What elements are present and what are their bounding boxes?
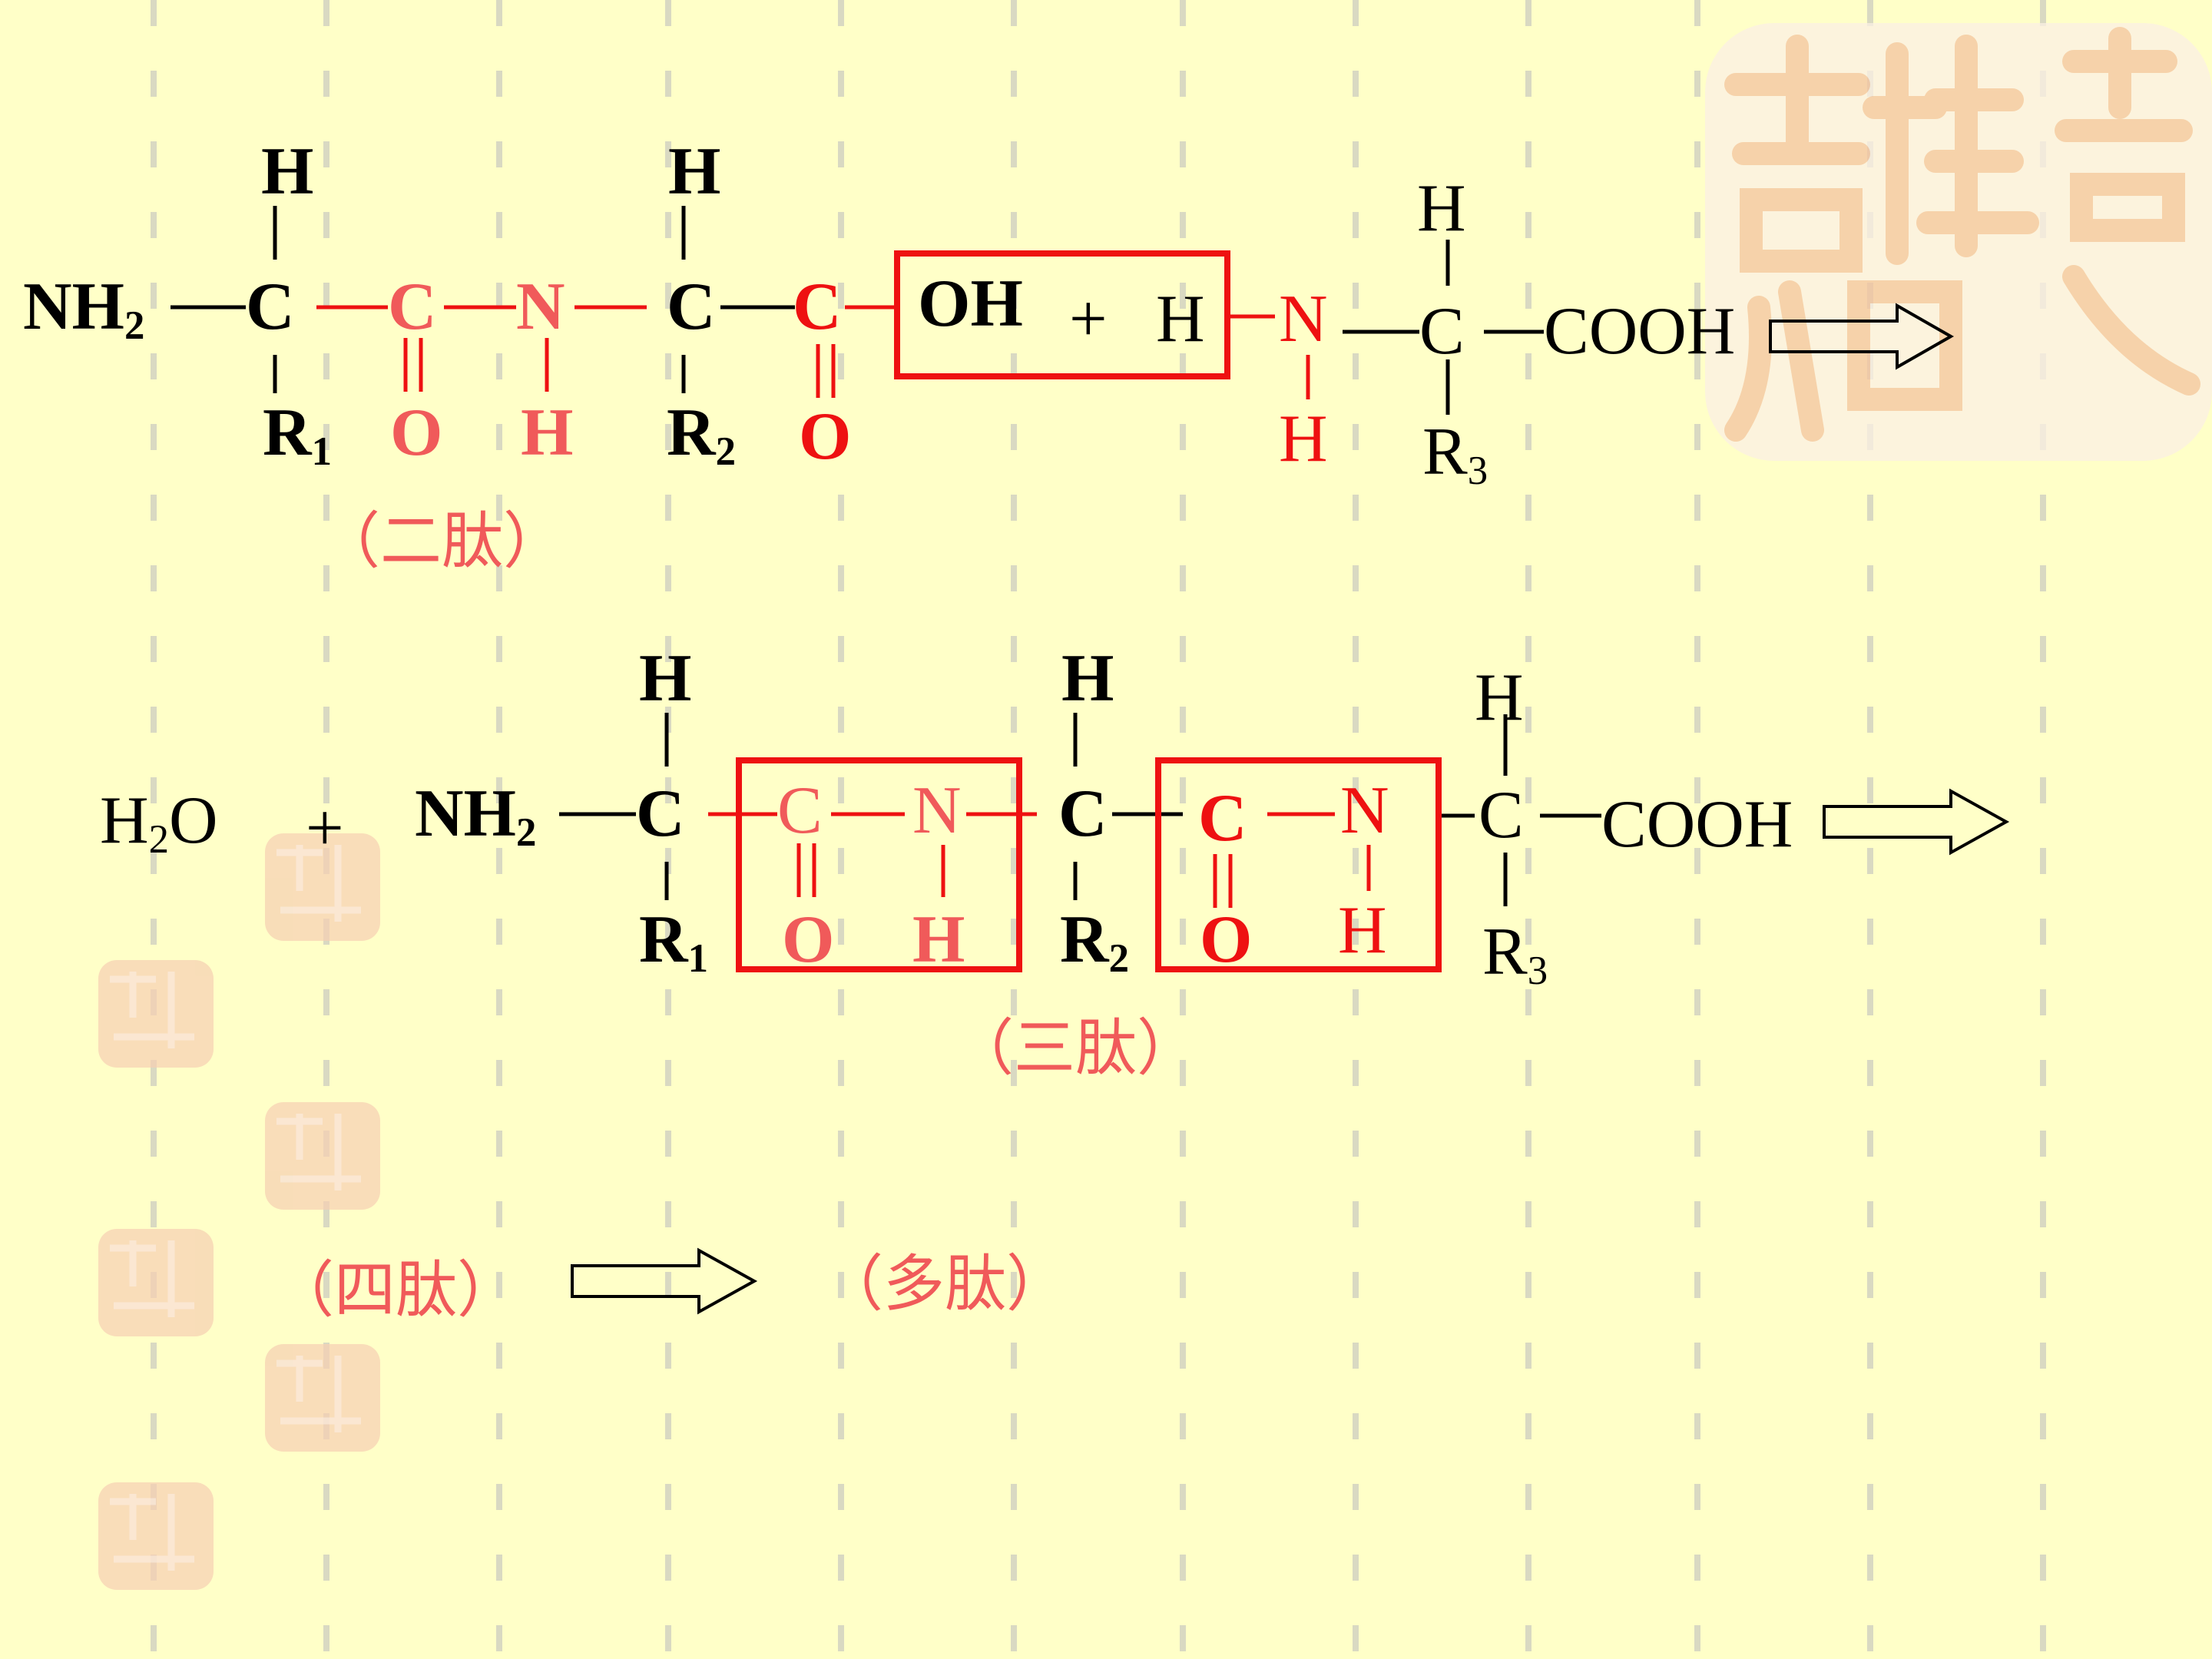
plus-sign-1: + (1069, 282, 1108, 356)
carboxyl-group-t-cooh: COOH (1601, 787, 1793, 862)
hydrogen-3: H (1417, 171, 1466, 246)
amino-group-1: NH2 (23, 270, 145, 349)
hydroxyl-group: OH (918, 267, 1023, 341)
arrow-2 (1823, 788, 2010, 856)
tetrapeptide-caption: （四肽） (273, 1254, 518, 1326)
peptide-oxygen-t2: O (1200, 902, 1253, 977)
tripeptide-caption: （三肽） (952, 1012, 1198, 1084)
alpha-carbon-2: C (667, 270, 716, 344)
plus-sign-2: + (306, 791, 344, 866)
amine-hydrogen-lower: H (1279, 402, 1328, 476)
peptide-carbon-t2: C (1198, 781, 1247, 856)
carboxyl-oxygen: O (799, 399, 852, 474)
side-chain-r1: R1 (263, 396, 332, 475)
hydrogen-2: H (668, 134, 721, 209)
side-chain-t-r2: R2 (1060, 902, 1129, 982)
polypeptide-caption: （多肽） (822, 1248, 1068, 1320)
peptide-nitrogen-t2: N (1340, 773, 1389, 848)
hydrogen-t1: H (639, 641, 692, 716)
peptide-hydrogen-t1: H (912, 902, 965, 977)
water-molecule: H2O (100, 783, 218, 863)
side-chain-t-r3: R3 (1482, 915, 1548, 994)
carboxyl-carbon: C (793, 270, 842, 344)
amine-hydrogen: H (1156, 282, 1205, 356)
alpha-carbon-3: C (1419, 294, 1465, 369)
amide-hydrogen-1: H (521, 396, 574, 470)
hydrogen-t3: H (1475, 661, 1524, 735)
carboxyl-group-cooh: COOH (1544, 294, 1736, 369)
alpha-carbon-t2: C (1058, 777, 1108, 851)
carbonyl-oxygen-1: O (390, 396, 443, 470)
arrow-3 (571, 1247, 758, 1315)
seal-stamp-small-strokes (110, 845, 361, 1571)
alpha-carbon-t3: C (1479, 778, 1524, 853)
carbonyl-carbon-1: C (388, 270, 437, 344)
peptide-oxygen-t1: O (782, 902, 835, 977)
side-chain-t-r1: R1 (639, 902, 708, 982)
peptide-nitrogen-t1: N (912, 773, 962, 848)
hydrogen-t2: H (1061, 641, 1114, 716)
hydrogen-1: H (261, 134, 314, 209)
amide-nitrogen-1: N (516, 270, 565, 344)
amino-group-2: NH2 (415, 777, 537, 856)
side-chain-r3: R3 (1422, 415, 1488, 494)
peptide-carbon-t1: C (777, 773, 823, 848)
peptide-hydrogen-t2: H (1338, 893, 1387, 968)
side-chain-r2: R2 (667, 396, 736, 475)
seal-stamp-small (98, 833, 380, 1590)
alpha-carbon-t1: C (636, 777, 685, 851)
amine-nitrogen: N (1279, 282, 1328, 356)
dipeptide-caption: （二肽） (319, 505, 565, 577)
alpha-carbon-1: C (246, 270, 295, 344)
arrow-1 (1769, 303, 1955, 370)
